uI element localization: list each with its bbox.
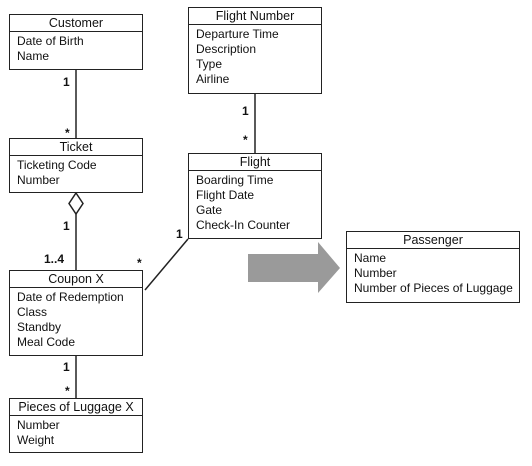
class-coupon: Coupon X Date of Redemption Class Standb… bbox=[9, 270, 143, 356]
attribute: Standby bbox=[17, 320, 62, 334]
class-customer-attributes: Date of Birth Name bbox=[10, 32, 142, 66]
attribute: Description bbox=[196, 42, 257, 56]
multiplicity-label: 1 bbox=[63, 360, 70, 374]
attribute: Departure Time bbox=[196, 27, 279, 41]
attribute: Type bbox=[196, 57, 223, 71]
multiplicity-label: * bbox=[65, 126, 70, 140]
class-coupon-name: Coupon X bbox=[10, 271, 142, 288]
class-ticket: Ticket Ticketing Code Number bbox=[9, 138, 143, 193]
flight-coupon-association bbox=[144, 238, 189, 291]
class-flight: Flight Boarding Time Flight Date Gate Ch… bbox=[188, 153, 322, 239]
multiplicity-label: 1 bbox=[176, 227, 183, 241]
class-luggage-name: Pieces of Luggage X bbox=[10, 399, 142, 416]
attribute: Number of Pieces of Luggage bbox=[354, 281, 513, 295]
class-flight-attributes: Boarding Time Flight Date Gate Check-In … bbox=[189, 171, 321, 235]
attribute: Gate bbox=[196, 203, 223, 217]
attribute: Name bbox=[354, 251, 387, 265]
right-arrow-icon bbox=[248, 242, 340, 293]
aggregation-diamond-icon bbox=[68, 191, 84, 216]
attribute: Weight bbox=[17, 433, 55, 447]
multiplicity-label: 1 bbox=[63, 219, 70, 233]
attribute: Ticketing Code bbox=[17, 158, 97, 172]
attribute: Meal Code bbox=[17, 335, 76, 349]
class-customer-name: Customer bbox=[10, 15, 142, 32]
attribute: Airline bbox=[196, 72, 230, 86]
class-passenger-name: Passenger bbox=[347, 232, 519, 249]
class-customer: Customer Date of Birth Name bbox=[9, 14, 143, 70]
multiplicity-label: * bbox=[137, 256, 142, 270]
attribute: Flight Date bbox=[196, 188, 255, 202]
multiplicity-label: 1 bbox=[242, 104, 249, 118]
attribute: Boarding Time bbox=[196, 173, 274, 187]
multiplicity-label: 1 bbox=[63, 75, 70, 89]
multiplicity-label: * bbox=[65, 384, 70, 398]
multiplicity-label: 1..4 bbox=[44, 252, 65, 266]
class-luggage-attributes: Number Weight bbox=[10, 416, 142, 450]
class-flight-number-attributes: Departure Time Description Type Airline bbox=[189, 25, 321, 89]
class-flight-name: Flight bbox=[189, 154, 321, 171]
class-ticket-attributes: Ticketing Code Number bbox=[10, 156, 142, 190]
class-passenger: Passenger Name Number Number of Pieces o… bbox=[346, 231, 520, 303]
class-passenger-attributes: Name Number Number of Pieces of Luggage bbox=[347, 249, 519, 298]
class-ticket-name: Ticket bbox=[10, 139, 142, 156]
attribute: Number bbox=[354, 266, 397, 280]
multiplicity-label: * bbox=[243, 133, 248, 147]
attribute: Name bbox=[17, 49, 50, 63]
class-luggage: Pieces of Luggage X Number Weight bbox=[9, 398, 143, 453]
class-flight-number: Flight Number Departure Time Description… bbox=[188, 7, 322, 94]
class-flight-number-name: Flight Number bbox=[189, 8, 321, 25]
attribute: Number bbox=[17, 418, 60, 432]
class-coupon-attributes: Date of Redemption Class Standby Meal Co… bbox=[10, 288, 142, 352]
attribute: Check-In Counter bbox=[196, 218, 291, 232]
attribute: Class bbox=[17, 305, 48, 319]
attribute: Number bbox=[17, 173, 60, 187]
attribute: Date of Redemption bbox=[17, 290, 124, 304]
attribute: Date of Birth bbox=[17, 34, 84, 48]
